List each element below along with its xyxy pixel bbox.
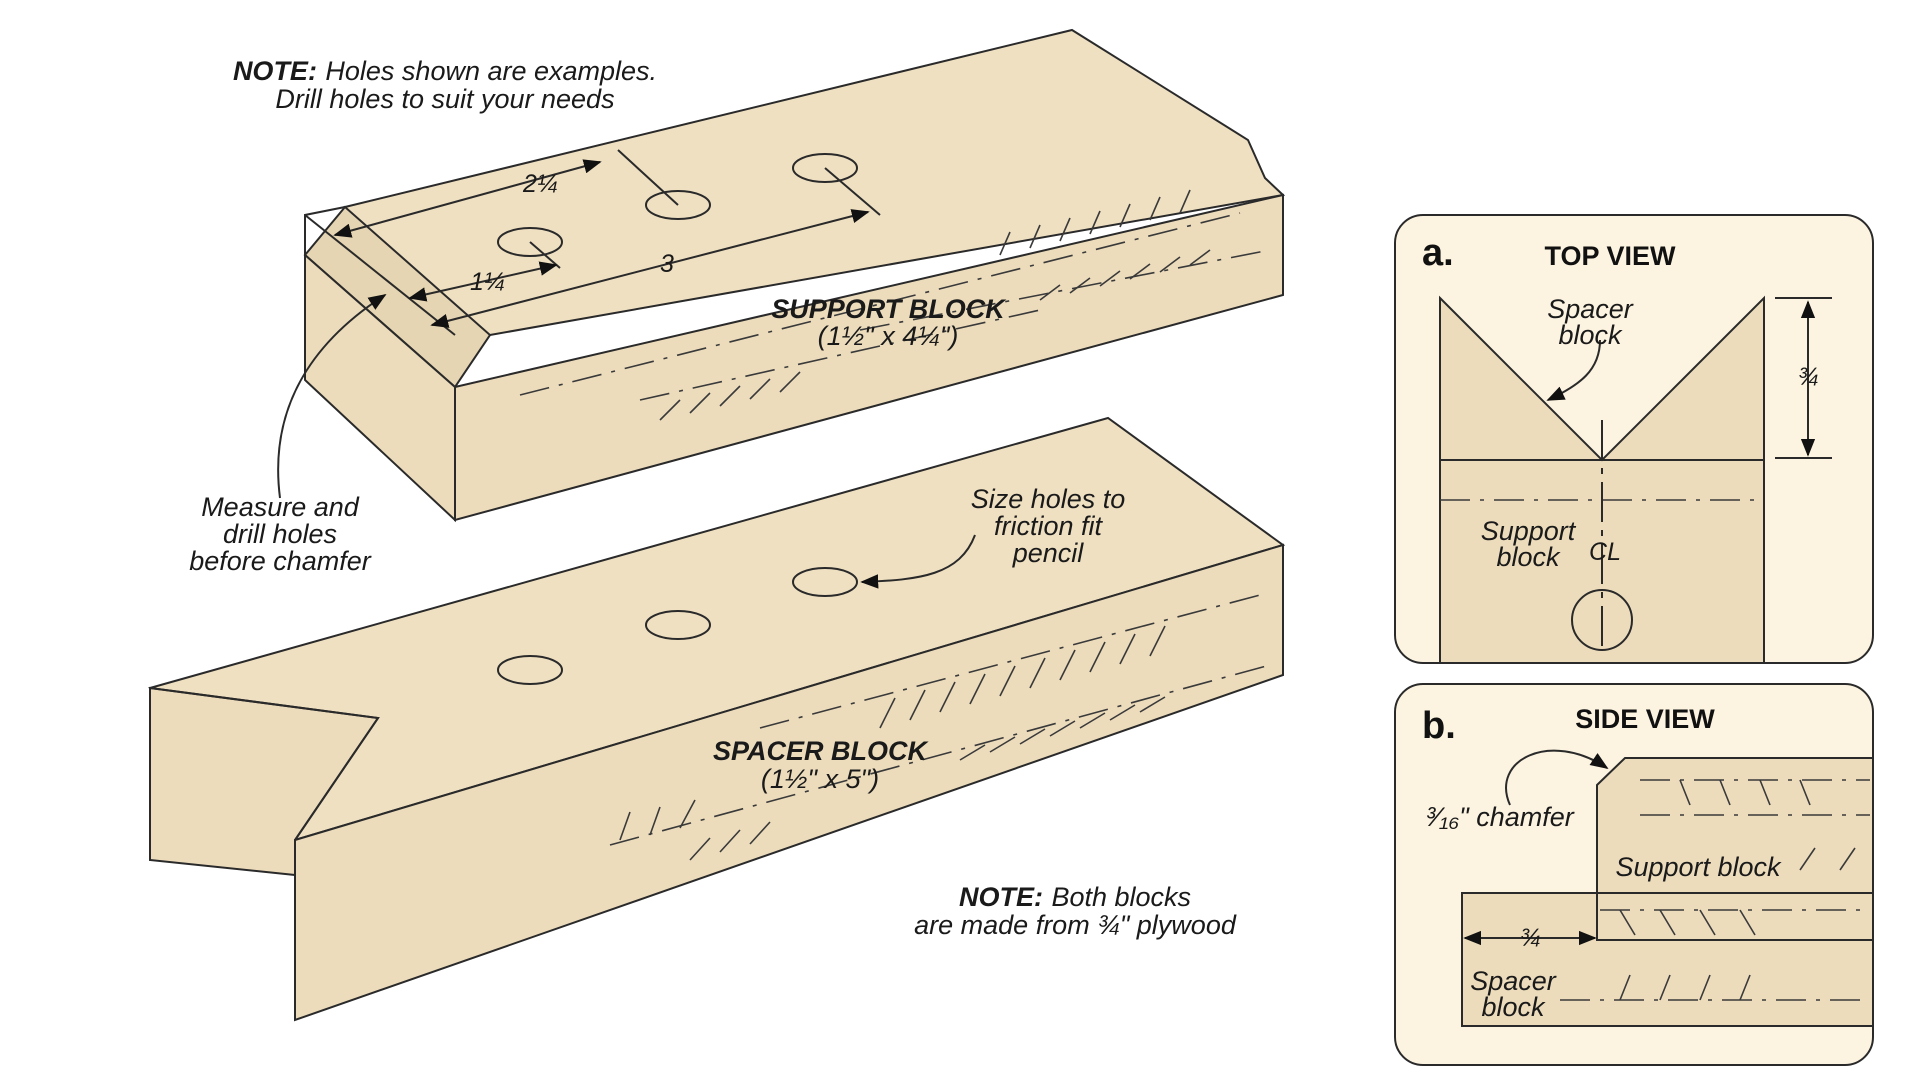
svg-text:Drill holes to suit your needs: Drill holes to suit your needs [275,84,614,114]
svg-text:are made from ¾" plywood: are made from ¾" plywood [914,910,1237,940]
dim-2-1-4: 2¼ [522,170,558,198]
spacer-hole-1 [497,655,563,685]
support-hole-3 [792,153,858,183]
callout-size-holes: Size holes to friction fit pencil [860,484,1126,589]
support-block-label: SUPPORT BLOCK [771,294,1007,324]
support-block-size: (1½" x 4¼") [818,321,959,351]
panel-b-support-label: Support block [1615,852,1782,882]
svg-text:block: block [1558,320,1623,350]
panel-a-spacer-label: Spacer [1547,294,1634,324]
panel-a-dim: ¾ [1798,363,1819,391]
svg-text:friction fit: friction fit [994,511,1104,541]
panel-a-letter: a. [1422,232,1454,274]
spacer-block [148,416,1286,1022]
svg-text:NOTE: Both blocks: NOTE: Both blocks [959,882,1191,912]
panel-b-letter: b. [1422,705,1456,747]
svg-text:block: block [1496,542,1561,572]
panel-top-view: a. TOP VIEW ¾ Spacer block Support block… [1394,214,1874,664]
spacer-hole-3 [792,567,858,597]
panel-b-chamfer-label: ³⁄₁₆" chamfer [1426,802,1575,832]
dim-3: 3 [660,250,674,278]
spacer-block-size: (1½" x 5") [761,764,879,794]
panel-a-support-label: Support [1481,516,1577,546]
svg-text:drill holes: drill holes [223,519,337,549]
support-block [303,28,1286,523]
svg-text:pencil: pencil [1012,538,1085,568]
panel-a-title: TOP VIEW [1544,241,1676,271]
svg-text:block: block [1481,992,1546,1022]
note-holes: NOTE: Holes shown are examples. Drill ho… [233,56,657,114]
svg-text:Measure and: Measure and [201,492,360,522]
dim-1-1-4: 1¼ [470,268,505,296]
panel-b-title: SIDE VIEW [1575,704,1715,734]
svg-text:Size holes to: Size holes to [971,484,1126,514]
svg-text:NOTE: Holes shown are ex: NOTE: Holes shown are examples. [233,56,657,86]
panel-side-view: b. SIDE VIEW ³⁄₁₆" chamfer Support block… [1394,683,1874,1066]
panel-b-dim: ¾ [1520,924,1541,952]
centerline-mark: CL [1589,538,1621,566]
note-blocks: NOTE: Both blocks are made from ¾" plywo… [914,882,1237,940]
callout-measure: Measure and drill holes before chamfer [189,294,387,576]
spacer-block-label: SPACER BLOCK [713,736,930,766]
panel-b-spacer-label: Spacer [1470,966,1557,996]
spacer-hole-2 [645,610,711,640]
svg-text:before chamfer: before chamfer [189,546,372,576]
